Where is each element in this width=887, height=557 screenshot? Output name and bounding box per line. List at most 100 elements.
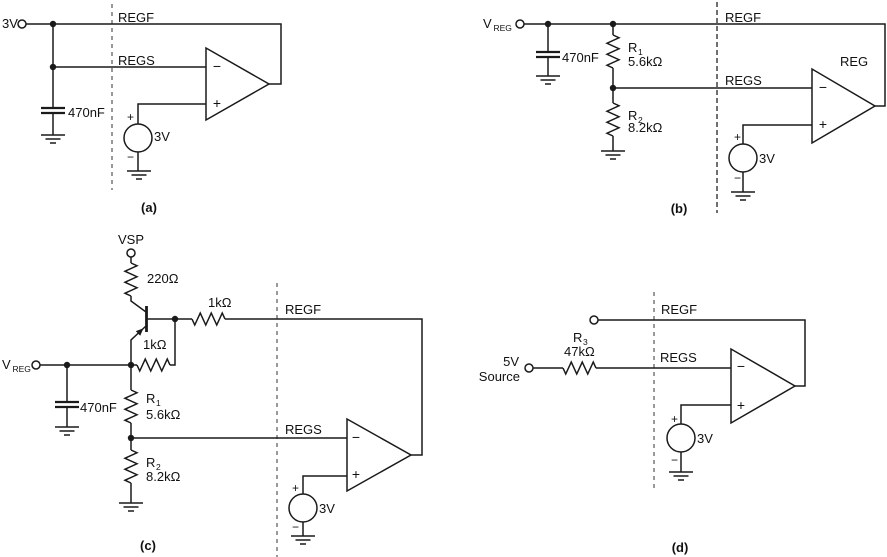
capacitor-icon <box>55 400 79 409</box>
net-label-regs: REGS <box>660 350 697 365</box>
r2-name-subscript: 2 <box>638 115 643 125</box>
input-terminal-label-line2: Source <box>479 369 520 384</box>
circuit-d: 5V Source R 3 47kΩ REGF REGS − + + 3V − … <box>479 292 806 555</box>
source-minus-sign: − <box>734 171 741 185</box>
junction-dot <box>49 20 57 28</box>
r1-name-label: R <box>146 391 155 406</box>
junction-dot <box>127 361 135 369</box>
noninverting-input-wire <box>302 475 347 536</box>
opamp-symbol <box>811 67 877 145</box>
r2-name-label: R <box>628 108 637 123</box>
regf-feedback-wire <box>598 319 806 387</box>
ground-icon <box>536 75 560 85</box>
input-terminal-label-line1: 5V <box>503 354 519 369</box>
base-resistor-1k <box>40 319 176 373</box>
opamp-inverting-input-sign: − <box>737 358 745 374</box>
input-terminal-subscript: REG <box>494 23 512 33</box>
resistor-r2 <box>605 88 621 151</box>
junction-dot <box>63 361 71 369</box>
voltage-source-circle <box>123 123 153 153</box>
ground-icon <box>119 502 143 512</box>
opamp-noninverting-input-sign: + <box>352 466 360 482</box>
ground-icon <box>55 426 79 436</box>
opamp-inverting-input-sign: − <box>213 58 221 74</box>
opamp-name-label: REG <box>840 54 868 69</box>
opamp-symbol <box>205 46 271 122</box>
ground-icon <box>291 535 315 545</box>
r3-name-label: R <box>573 330 582 345</box>
r2-name-label: R <box>146 455 155 470</box>
input-terminal-subscript: REG <box>13 364 31 374</box>
source-minus-sign: − <box>292 520 299 534</box>
r2-value-label: 8.2kΩ <box>146 469 181 484</box>
ground-icon <box>669 471 693 481</box>
terminal-circle <box>17 19 27 29</box>
r2-name-subscript: 2 <box>156 462 161 472</box>
input-terminal-label: V <box>483 16 492 31</box>
resistor-r1 <box>605 24 621 88</box>
noninverting-input-wire <box>680 404 731 472</box>
transistor-emitter-arrow-icon <box>135 328 144 336</box>
junction-dot <box>171 315 179 323</box>
circuit-c: VSP 220Ω 1kΩ 1kΩ V REG 470nF R 1 5.6kΩ R… <box>2 232 423 557</box>
source-minus-sign: − <box>671 453 678 467</box>
figure-caption: (c) <box>140 538 156 553</box>
resistor-r1 <box>123 365 139 438</box>
net-label-regs: REGS <box>725 73 762 88</box>
terminal-circle <box>524 363 534 373</box>
terminal-circle <box>31 360 41 370</box>
input-terminal-label: 3V <box>2 16 18 31</box>
r1-name-subscript: 1 <box>156 398 161 408</box>
net-label-regf: REGF <box>285 302 321 317</box>
junction-dot <box>544 20 552 28</box>
r3-name-subscript: 3 <box>583 337 588 347</box>
input-terminal-label: V <box>2 357 11 372</box>
capacitor-icon <box>41 106 65 115</box>
r2-value-label: 8.2kΩ <box>628 120 663 135</box>
resistor-220-and-collector-wire <box>123 257 147 313</box>
opamp-inverting-input-sign: − <box>819 79 827 95</box>
noninverting-input-wire <box>137 103 206 171</box>
ground-icon <box>127 170 151 180</box>
opamp-noninverting-input-sign: + <box>213 95 221 111</box>
opamp-noninverting-input-sign: + <box>737 397 745 413</box>
base-resistor-value-label: 1kΩ <box>143 337 167 352</box>
net-label-regf: REGF <box>725 10 761 25</box>
ground-icon <box>41 134 65 144</box>
voltage-source-circle <box>666 423 696 453</box>
opamp-symbol <box>346 417 413 493</box>
source-value-label: 3V <box>154 129 170 144</box>
r1-value-label: 5.6kΩ <box>628 54 663 69</box>
source-value-label: 3V <box>697 431 713 446</box>
capacitor-value-label: 470nF <box>80 400 117 415</box>
figure-caption: (d) <box>672 540 689 555</box>
source-plus-sign: + <box>292 481 299 495</box>
capacitor-value-label: 470nF <box>562 50 599 65</box>
terminal-circle <box>515 19 525 29</box>
source-value-label: 3V <box>759 151 775 166</box>
terminal-circle <box>126 248 136 258</box>
resistor-r2 <box>123 438 139 503</box>
net-label-regs: REGS <box>285 422 322 437</box>
collector-resistor-value-label: 220Ω <box>147 271 179 286</box>
net-label-regf: REGF <box>118 10 154 25</box>
net-label-regs: REGS <box>118 53 155 68</box>
junction-dot <box>49 63 57 71</box>
voltage-source-circle <box>728 143 758 173</box>
junction-dot <box>127 434 135 442</box>
junction-dot <box>609 84 617 92</box>
voltage-source-circle <box>288 493 318 523</box>
source-plus-sign: + <box>127 110 134 124</box>
opamp-inverting-input-sign: − <box>352 429 360 445</box>
net-label-regf: REGF <box>661 302 697 317</box>
vsp-terminal-label: VSP <box>118 232 144 247</box>
r1-value-label: 5.6kΩ <box>146 407 181 422</box>
opamp-symbol <box>730 347 797 425</box>
capacitor-value-label: 470nF <box>68 105 105 120</box>
feedback-resistor-value-label: 1kΩ <box>208 295 232 310</box>
source-value-label: 3V <box>319 501 335 516</box>
capacitor-icon <box>536 50 560 59</box>
regf-feedback-wire <box>26 23 282 85</box>
